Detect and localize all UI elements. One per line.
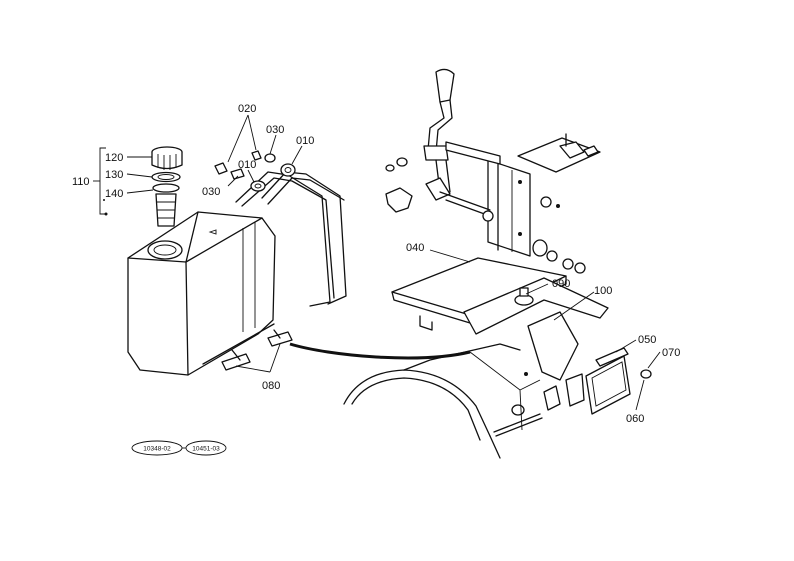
- fuel-tank: [127, 211, 276, 376]
- label-100: 100: [594, 285, 612, 297]
- label-070: 070: [662, 347, 680, 359]
- hose-fittings: [214, 150, 296, 192]
- linkage-plate: [517, 133, 601, 173]
- label-010-top: 010: [296, 135, 314, 147]
- reference-code-1: 10348-02: [143, 446, 171, 453]
- reference-code-2: 10451-03: [192, 446, 220, 453]
- label-030-mid: 030: [202, 186, 220, 198]
- base-plate-assembly: [391, 257, 609, 411]
- vertical-plate: [487, 159, 531, 257]
- label-140: 140: [105, 188, 123, 200]
- control-lever: [423, 68, 501, 217]
- washers-and-nuts: [385, 157, 586, 274]
- label-020: 020: [238, 103, 256, 115]
- label-060: 060: [626, 413, 644, 425]
- tank-mount-brackets: [221, 329, 293, 371]
- reference-codes: 10348-02 10451-03: [131, 440, 227, 456]
- label-110: 110: [72, 176, 90, 188]
- cover-plate: [585, 347, 652, 415]
- label-010-mid: 010: [238, 159, 256, 171]
- tractor-fender-outline: [343, 343, 541, 459]
- label-080: 080: [262, 380, 280, 392]
- filler-cap-assembly: [151, 146, 183, 227]
- fuel-hose: [289, 342, 471, 360]
- label-090: 090: [552, 278, 570, 290]
- label-040: 040: [406, 242, 424, 254]
- label-130: 130: [105, 169, 123, 181]
- leader-lines: [126, 114, 661, 411]
- label-120: 120: [105, 152, 123, 164]
- label-050: 050: [638, 334, 656, 346]
- label-030-top: 030: [266, 124, 284, 136]
- clip-bracket: [385, 187, 413, 213]
- bolt-lower: [493, 404, 543, 437]
